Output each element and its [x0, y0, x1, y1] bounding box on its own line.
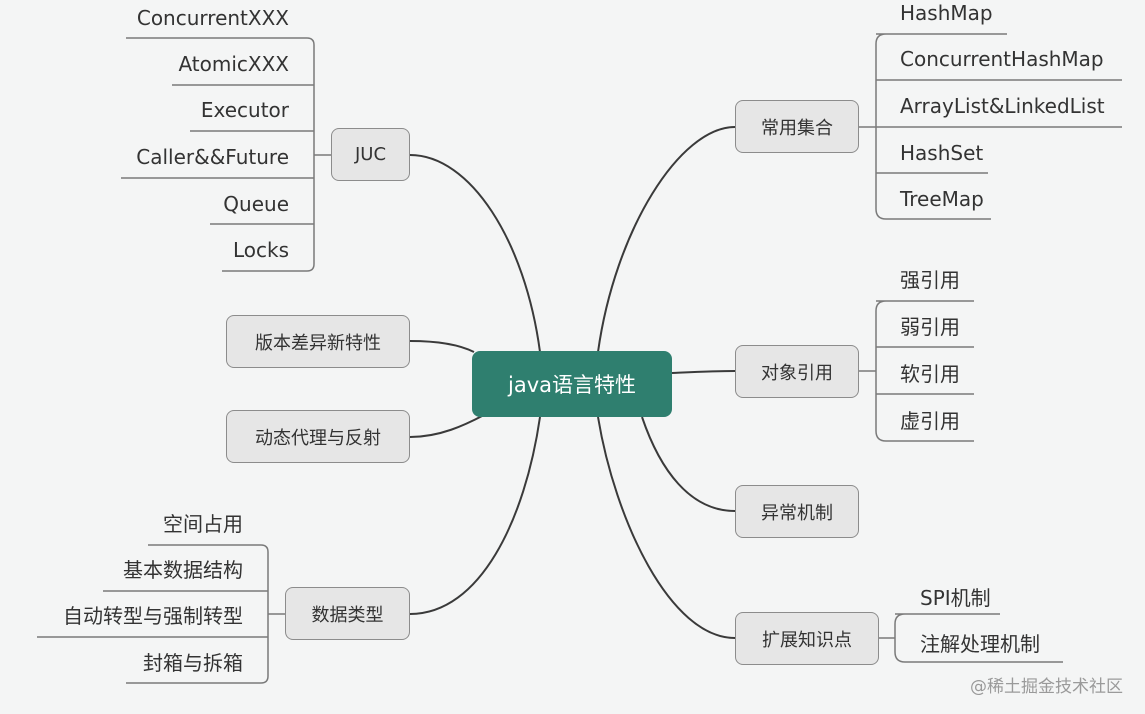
bracket-datatype: [37, 544, 285, 684]
bracket-extension: [879, 613, 1063, 663]
bracket-juc: [121, 37, 331, 272]
node-dynamic-proxy[interactable]: 动态代理与反射: [226, 410, 410, 463]
leaf-refs-3[interactable]: 软引用: [900, 362, 960, 386]
link-collections: [597, 126, 736, 353]
bracket-collections: [859, 33, 1122, 220]
root-node[interactable]: java语言特性: [472, 351, 672, 417]
node-version-features-label: 版本差异新特性: [255, 332, 381, 354]
node-version-features[interactable]: 版本差异新特性: [226, 315, 410, 368]
leaf-collections-5[interactable]: TreeMap: [900, 187, 984, 211]
leaf-refs-1[interactable]: 强引用: [900, 268, 960, 292]
leaf-extension-1[interactable]: SPI机制: [920, 586, 991, 610]
leaf-juc-5[interactable]: Queue: [223, 192, 289, 216]
leaf-datatype-4[interactable]: 封箱与拆箱: [143, 651, 243, 675]
leaf-datatype-2[interactable]: 基本数据结构: [123, 558, 243, 582]
node-exceptions-label: 异常机制: [761, 502, 833, 524]
link-extension: [597, 416, 736, 639]
leaf-collections-4[interactable]: HashSet: [900, 141, 984, 165]
link-exception: [641, 416, 736, 512]
leaf-collections-3[interactable]: ArrayList&LinkedList: [900, 94, 1105, 118]
node-data-types-label: 数据类型: [311, 604, 384, 626]
leaf-datatype-3[interactable]: 自动转型与强制转型: [63, 604, 243, 628]
leaf-collections-1[interactable]: HashMap: [900, 1, 993, 25]
leaf-refs-4[interactable]: 虚引用: [900, 409, 960, 433]
node-juc-label: JUC: [354, 144, 387, 165]
leaf-collections-2[interactable]: ConcurrentHashMap: [900, 47, 1104, 71]
link-proxy: [409, 414, 485, 438]
leaf-datatype-1[interactable]: 空间占用: [163, 512, 243, 536]
link-datatype: [409, 416, 541, 615]
leaf-juc-1[interactable]: ConcurrentXXX: [136, 6, 289, 30]
node-data-types[interactable]: 数据类型: [285, 587, 410, 640]
node-object-refs-label: 对象引用: [761, 362, 833, 384]
leaf-juc-4[interactable]: Caller&&Future: [136, 145, 289, 169]
node-object-refs[interactable]: 对象引用: [735, 345, 859, 398]
leaf-extension-2[interactable]: 注解处理机制: [920, 632, 1040, 656]
node-dynamic-proxy-label: 动态代理与反射: [255, 427, 381, 449]
link-juc: [409, 154, 541, 353]
watermark: @稀土掘金技术社区: [970, 677, 1123, 697]
root-label: java语言特性: [508, 373, 636, 397]
leaf-refs-2[interactable]: 弱引用: [900, 315, 960, 339]
node-extensions[interactable]: 扩展知识点: [735, 612, 879, 665]
link-refs: [671, 370, 736, 374]
node-juc[interactable]: JUC: [331, 128, 410, 181]
node-extensions-label: 扩展知识点: [762, 629, 852, 651]
leaf-juc-3[interactable]: Executor: [200, 98, 289, 122]
node-exceptions[interactable]: 异常机制: [735, 485, 859, 538]
leaf-juc-2[interactable]: AtomicXXX: [178, 52, 289, 76]
node-collections-label: 常用集合: [761, 117, 833, 139]
node-collections[interactable]: 常用集合: [735, 100, 859, 153]
leaf-juc-6[interactable]: Locks: [232, 238, 289, 262]
bracket-refs: [859, 300, 974, 442]
link-version: [409, 340, 475, 353]
